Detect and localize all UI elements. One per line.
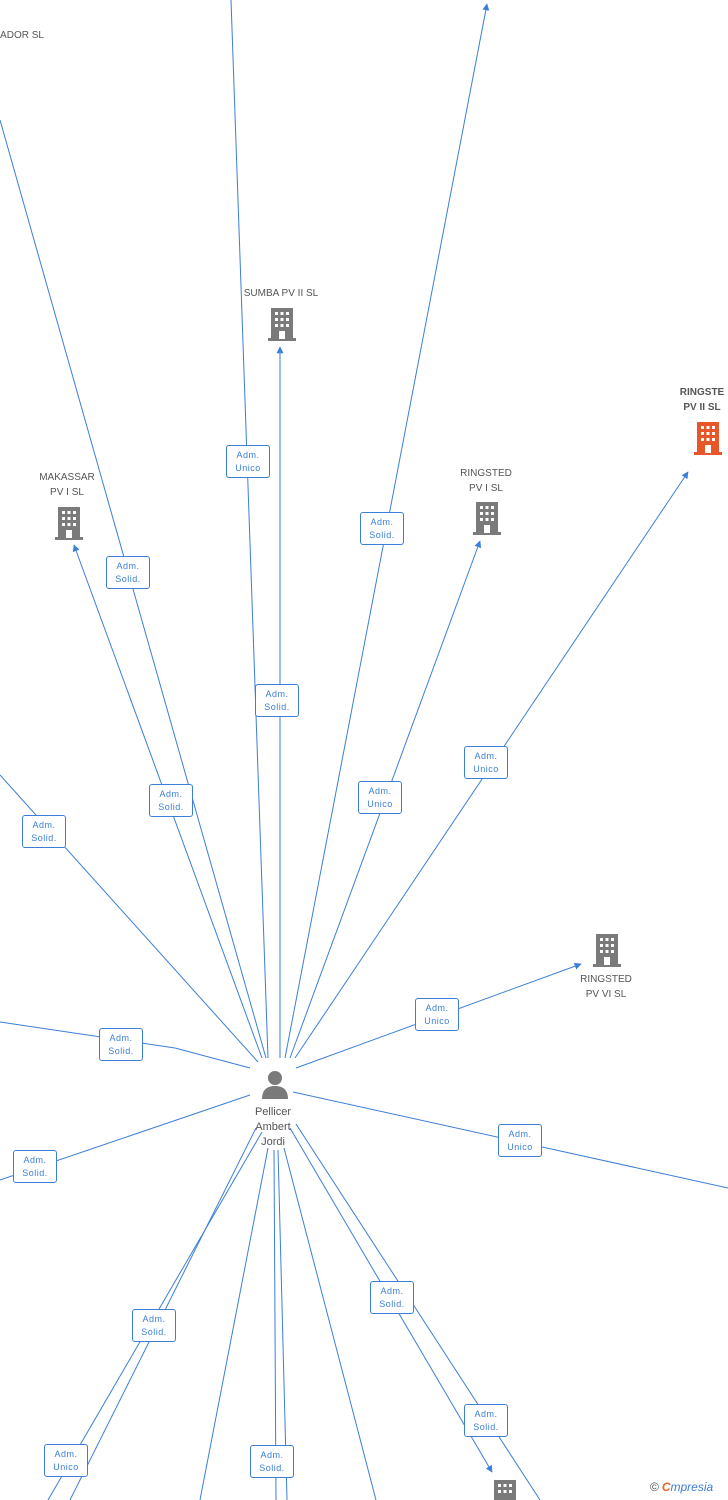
edge-label[interactable]: Adm.Solid. bbox=[360, 512, 404, 545]
edge-label[interactable]: Adm.Unico bbox=[498, 1124, 542, 1157]
edge-label[interactable]: Adm.Solid. bbox=[370, 1281, 414, 1314]
brand-watermark: ©Cmpresia bbox=[650, 1480, 714, 1494]
node-label-top-left[interactable]: ADOR SL bbox=[0, 30, 44, 41]
building-icon-partial[interactable] bbox=[489, 1478, 521, 1500]
edge-line bbox=[277, 1149, 288, 1500]
node-label-sumba-pv-ii-sl[interactable]: SUMBA PV II SL bbox=[243, 288, 319, 299]
building-icon[interactable] bbox=[471, 500, 503, 536]
node-label-makassar-pv-i-sl[interactable]: MAKASSAR PV I SL bbox=[39, 472, 95, 498]
edge-label[interactable]: Adm.Solid. bbox=[132, 1309, 176, 1342]
edge-label[interactable]: Adm.Solid. bbox=[250, 1445, 294, 1478]
edge-label[interactable]: Adm.Solid. bbox=[13, 1150, 57, 1183]
edge-label[interactable]: Adm.Solid. bbox=[99, 1028, 143, 1061]
edge-label[interactable]: Adm.Solid. bbox=[149, 784, 193, 817]
edge-label[interactable]: Adm.Unico bbox=[358, 781, 402, 814]
edge-label[interactable]: Adm.Unico bbox=[415, 998, 459, 1031]
edge-label[interactable]: Adm.Solid. bbox=[22, 815, 66, 848]
edge-line bbox=[273, 1149, 277, 1500]
edge-line bbox=[230, 0, 269, 1059]
building-icon[interactable] bbox=[591, 932, 623, 968]
building-icon[interactable] bbox=[53, 505, 85, 541]
person-name[interactable]: Pellicer Ambert Jordi bbox=[254, 1106, 292, 1148]
edge-label[interactable]: Adm.Unico bbox=[464, 746, 508, 779]
edge-line bbox=[174, 1047, 251, 1069]
edge-label[interactable]: Adm.Solid. bbox=[464, 1404, 508, 1437]
edge-label[interactable]: Adm.Solid. bbox=[106, 556, 150, 589]
edge-label[interactable]: Adm.Unico bbox=[44, 1444, 88, 1477]
node-label-ringsted-pv-vi-sl[interactable]: RINGSTED PV VI SL bbox=[580, 974, 632, 1000]
node-label-ringsted-pv-i-sl[interactable]: RINGSTED PV I SL bbox=[460, 468, 512, 494]
person-icon[interactable] bbox=[259, 1069, 291, 1101]
edge-line bbox=[283, 1147, 377, 1500]
edge-label[interactable]: Adm.Solid. bbox=[255, 684, 299, 717]
building-icon-highlighted[interactable] bbox=[692, 420, 724, 456]
edge-line bbox=[295, 1123, 541, 1500]
node-label-ringsted-pv-ii-sl[interactable]: RINGSTE PV II SL bbox=[679, 387, 725, 413]
edge-label[interactable]: Adm.Unico bbox=[226, 445, 270, 478]
edge-line bbox=[199, 1147, 269, 1500]
edge-line bbox=[0, 1021, 176, 1049]
edge-line bbox=[0, 119, 267, 1059]
building-icon[interactable] bbox=[266, 306, 298, 342]
